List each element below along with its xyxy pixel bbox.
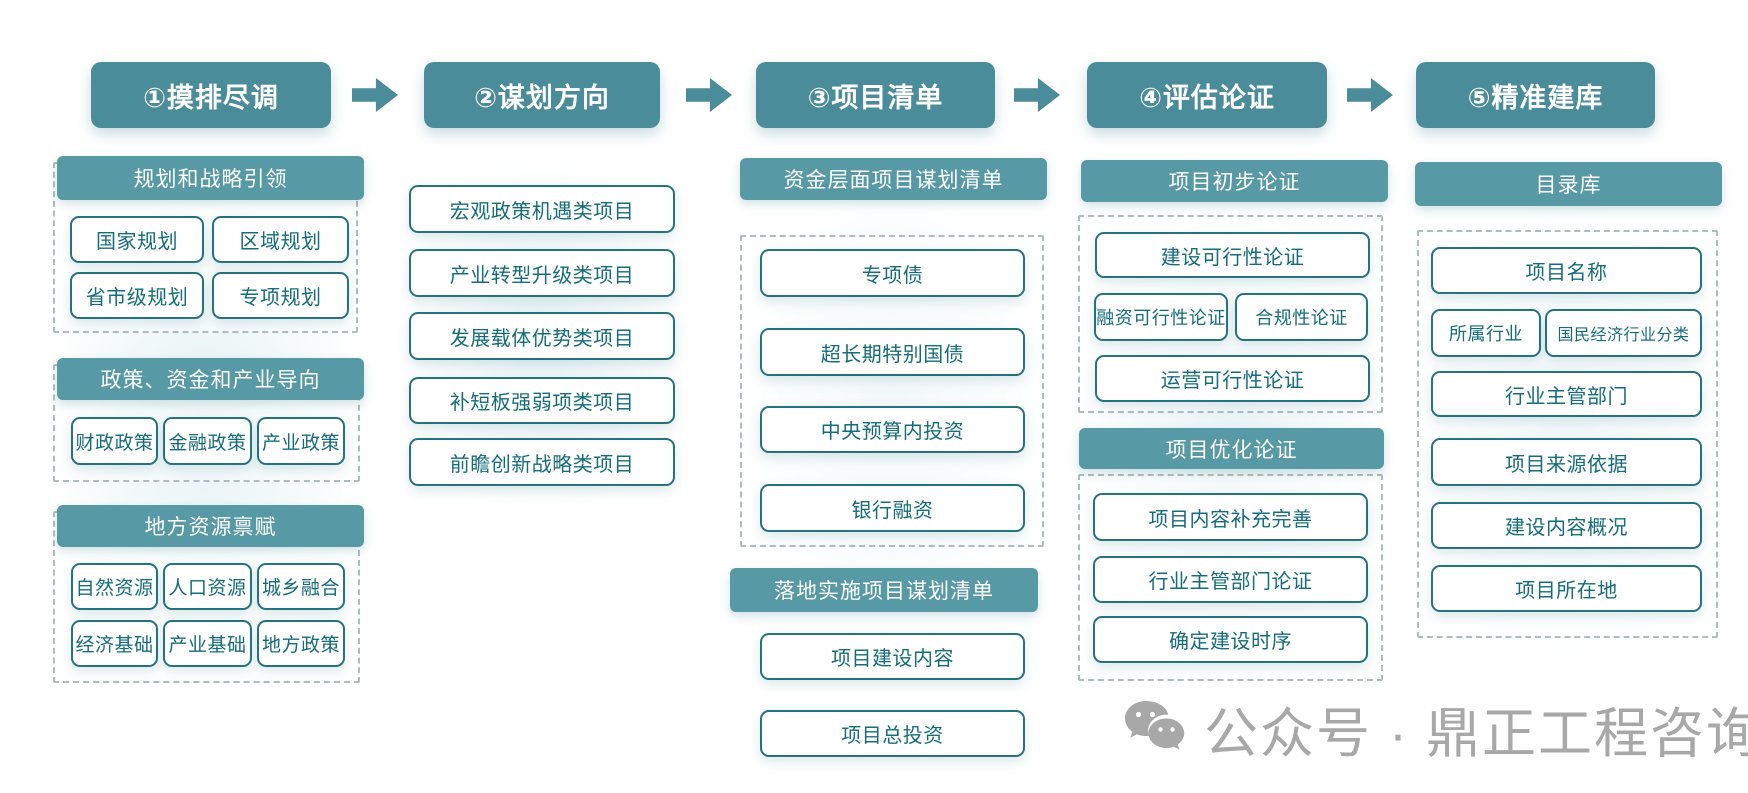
industry-category-box: 所属行业: [1431, 309, 1541, 357]
local-resources-group-title: 地方资源禀赋: [57, 505, 364, 547]
project-source-basis-box: 项目来源依据: [1431, 438, 1702, 486]
special-plan-box: 专项规划: [212, 272, 349, 319]
macro-policy-opportunity-projects-box: 宏观政策机遇类项目: [409, 185, 675, 233]
population-resources-box: 人口资源: [163, 563, 252, 610]
industry-authority-box: 行业主管部门: [1431, 371, 1702, 417]
project-construction-content-box: 项目建设内容: [760, 633, 1025, 680]
catalog-library-title: 目录库: [1415, 162, 1722, 206]
financial-policy-box: 金融政策: [163, 417, 252, 465]
step-1-header: ①摸排尽调: [91, 62, 331, 128]
funding-level-list-title: 资金层面项目谋划清单: [740, 158, 1047, 200]
national-economy-industry-classification-box: 国民经济行业分类: [1545, 309, 1702, 357]
wechat-icon: [1122, 699, 1190, 757]
fiscal-policy-box: 财政政策: [71, 417, 158, 465]
provincial-municipal-plan-box: 省市级规划: [70, 272, 204, 319]
flow-arrow-4-icon: [1347, 78, 1393, 112]
project-name-box: 项目名称: [1431, 247, 1702, 294]
step-4-header: ④评估论证: [1087, 62, 1327, 128]
industry-authority-review-box: 行业主管部门论证: [1093, 556, 1368, 603]
flow-arrow-3-icon: [1014, 78, 1060, 112]
urban-rural-integration-box: 城乡融合: [257, 563, 345, 610]
watermark: 公众号 · 鼎正工程咨询: [1122, 698, 1748, 764]
project-location-box: 项目所在地: [1431, 565, 1702, 612]
project-total-investment-box: 项目总投资: [760, 710, 1025, 757]
optimization-review-group-title: 项目优化论证: [1079, 428, 1384, 469]
bank-financing-box: 银行融资: [760, 484, 1025, 532]
industrial-policy-box: 产业政策: [257, 417, 345, 465]
financing-feasibility-box: 融资可行性论证: [1094, 293, 1228, 341]
policy-funding-industry-group-title: 政策、资金和产业导向: [57, 358, 364, 400]
development-carrier-advantage-projects-box: 发展载体优势类项目: [409, 312, 675, 360]
central-budget-investment-box: 中央预算内投资: [760, 406, 1025, 453]
step-3-header: ③项目清单: [756, 62, 995, 128]
step-2-header: ②谋划方向: [424, 62, 660, 128]
implementation-level-list-title: 落地实施项目谋划清单: [730, 568, 1038, 612]
preliminary-review-group-title: 项目初步论证: [1081, 160, 1388, 202]
content-supplementation-box: 项目内容补充完善: [1093, 493, 1368, 541]
operation-feasibility-box: 运营可行性论证: [1095, 355, 1370, 402]
industrial-base-box: 产业基础: [163, 620, 252, 667]
national-plan-box: 国家规划: [70, 216, 204, 263]
step-5-header: ⑤精准建库: [1416, 62, 1655, 128]
industrial-transformation-upgrade-projects-box: 产业转型升级类项目: [409, 249, 675, 297]
compliance-review-box: 合规性论证: [1235, 293, 1368, 341]
construction-content-overview-box: 建设内容概况: [1431, 502, 1702, 549]
ultra-long-term-special-treasury-bonds-box: 超长期特别国债: [760, 328, 1025, 376]
flow-arrow-1-icon: [352, 78, 398, 112]
construction-sequencing-box: 确定建设时序: [1093, 616, 1368, 663]
local-policy-box: 地方政策: [257, 620, 345, 667]
watermark-text: 公众号 · 鼎正工程咨询: [1204, 703, 1748, 764]
economic-base-box: 经济基础: [71, 620, 158, 667]
natural-resources-box: 自然资源: [71, 563, 158, 610]
forward-innovation-strategy-projects-box: 前瞻创新战略类项目: [409, 438, 675, 486]
construction-feasibility-box: 建设可行性论证: [1095, 232, 1370, 278]
flow-arrow-2-icon: [686, 78, 732, 112]
regional-plan-box: 区域规划: [212, 216, 349, 263]
shortboard-weakness-projects-box: 补短板强弱项类项目: [409, 377, 675, 424]
planning-strategy-group-title: 规划和战略引领: [57, 156, 364, 200]
special-bonds-box: 专项债: [760, 249, 1025, 297]
